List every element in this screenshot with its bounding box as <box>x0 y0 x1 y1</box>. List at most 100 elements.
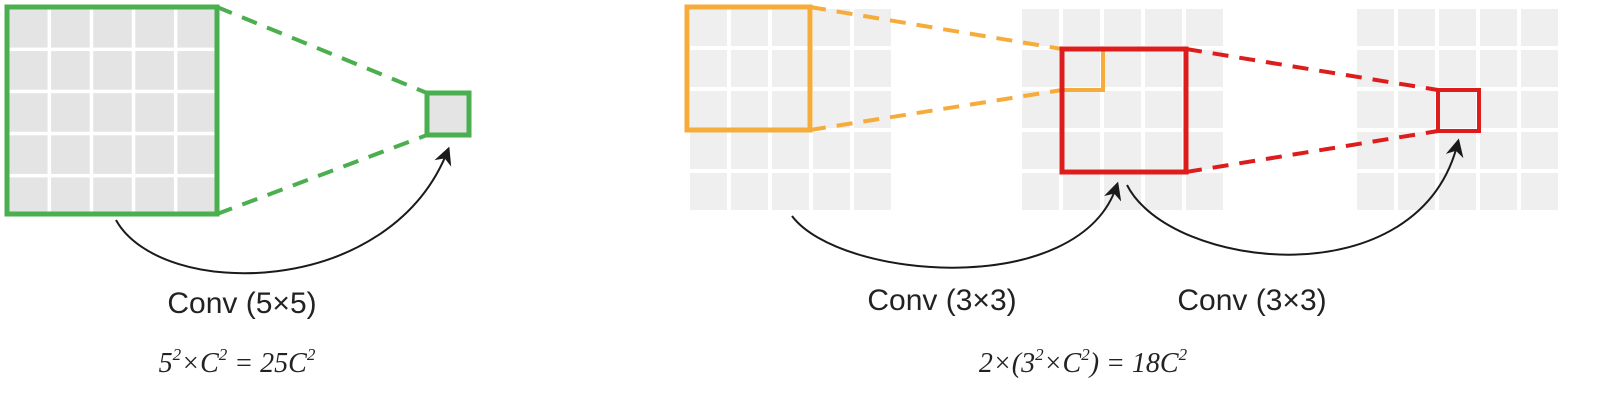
left-formula-mult: ×C <box>181 348 219 379</box>
grid-cell <box>1439 9 1476 46</box>
grid-cell <box>1104 50 1141 87</box>
grid-cell <box>1398 91 1435 128</box>
grid-cell <box>9 51 48 90</box>
grid-cell <box>1145 9 1182 46</box>
grid-cell <box>731 173 768 210</box>
right-formula-mult: ×C <box>1044 348 1082 379</box>
right-formula-sup3: 2 <box>1179 345 1188 364</box>
grid-cell <box>9 135 48 174</box>
grid-cell <box>1186 9 1223 46</box>
right-stacked-3x3-panel: Conv (3×3) Conv (3×3) 2×(32×C2) = 18C2 <box>684 4 1558 379</box>
grid-cell <box>1357 173 1394 210</box>
grid-cell <box>772 91 809 128</box>
grid-cell <box>177 93 216 132</box>
grid-cell <box>813 9 850 46</box>
right-stage2-projection-bottom <box>1185 129 1439 174</box>
grid-cell <box>772 132 809 169</box>
grid-cell <box>731 91 768 128</box>
grid-cell <box>813 173 850 210</box>
right-stage1-projection-top <box>809 5 1063 51</box>
left-conv-label: Conv (5×5) <box>167 287 316 320</box>
grid-cell <box>135 135 174 174</box>
grid-cell <box>772 173 809 210</box>
left-5x5-kernel-box <box>4 4 220 217</box>
grid-cell <box>51 51 90 90</box>
grid-cell <box>135 177 174 216</box>
right-conv2-arrow <box>1126 138 1464 256</box>
grid-cell <box>690 132 727 169</box>
grid-cell <box>690 9 727 46</box>
grid-cell <box>9 9 48 48</box>
right-stage1-projection-bottom <box>809 88 1063 132</box>
grid-cell <box>1022 173 1059 210</box>
grid-cell <box>813 132 850 169</box>
grid-cell <box>813 50 850 87</box>
grid-cell <box>93 9 132 48</box>
grid-cell <box>1480 9 1517 46</box>
right-formula-prefix: 2×(3 <box>979 348 1035 379</box>
grid-cell <box>1145 173 1182 210</box>
right-stage1-kernel-box <box>684 4 813 133</box>
right-stage2-output-cell <box>1436 88 1481 133</box>
grid-cell <box>1398 50 1435 87</box>
grid-cell <box>1145 132 1182 169</box>
grid-cell <box>1521 50 1558 87</box>
grid-cell <box>1063 91 1100 128</box>
grid-cell <box>1357 132 1394 169</box>
grid-cell <box>1063 173 1100 210</box>
grid-cell <box>1521 173 1558 210</box>
grid-cell <box>51 9 90 48</box>
grid-cell <box>177 9 216 48</box>
grid-cell <box>1521 9 1558 46</box>
grid-cell <box>135 93 174 132</box>
grid-cell <box>690 173 727 210</box>
grid-cell <box>1357 91 1394 128</box>
right-stage2-projection-top <box>1185 47 1439 92</box>
right-conv1-label: Conv (3×3) <box>867 284 1016 317</box>
grid-cell <box>854 91 891 128</box>
grid-cell <box>854 132 891 169</box>
grid-cell <box>1439 132 1476 169</box>
left-param-formula: 52×C2 = 25C2 <box>159 345 316 379</box>
right-conv2-label: Conv (3×3) <box>1177 284 1326 317</box>
right-output-grid <box>1357 9 1558 210</box>
grid-cell <box>1063 132 1100 169</box>
grid-cell <box>1439 173 1476 210</box>
grid-cell <box>1063 9 1100 46</box>
left-formula-eq: = 25C <box>227 348 307 379</box>
grid-cell <box>731 9 768 46</box>
left-conv-arrow <box>115 146 452 275</box>
grid-cell <box>1439 91 1476 128</box>
grid-cell <box>1186 91 1223 128</box>
grid-cell <box>1439 50 1476 87</box>
grid-cell <box>854 173 891 210</box>
grid-cell <box>1357 9 1394 46</box>
right-formula-close: ) = 18C <box>1088 348 1179 379</box>
grid-cell <box>1145 50 1182 87</box>
grid-cell <box>1480 50 1517 87</box>
grid-cell <box>9 177 48 216</box>
left-input-grid <box>9 9 216 216</box>
grid-cell <box>1022 132 1059 169</box>
left-projection-bottom <box>216 133 428 216</box>
grid-cell <box>93 93 132 132</box>
right-stage2-kernel-box <box>1059 46 1189 175</box>
left-projection-top <box>216 5 428 95</box>
left-5x5-conv-panel: Conv (5×5) 52×C2 = 25C2 <box>4 4 472 379</box>
grid-cell <box>177 135 216 174</box>
grid-cell <box>1104 91 1141 128</box>
grid-cell <box>813 91 850 128</box>
grid-cell <box>1022 9 1059 46</box>
grid-cell <box>1521 132 1558 169</box>
grid-cell <box>1186 50 1223 87</box>
right-conv1-arrow <box>791 181 1122 269</box>
grid-cell <box>1480 91 1517 128</box>
grid-cell <box>772 9 809 46</box>
left-formula-base: 5 <box>159 348 173 379</box>
grid-cell <box>1521 91 1558 128</box>
grid-cell <box>854 50 891 87</box>
right-intermediate-grid <box>1022 9 1223 210</box>
left-formula-sup3: 2 <box>307 345 316 364</box>
grid-cell <box>1145 91 1182 128</box>
